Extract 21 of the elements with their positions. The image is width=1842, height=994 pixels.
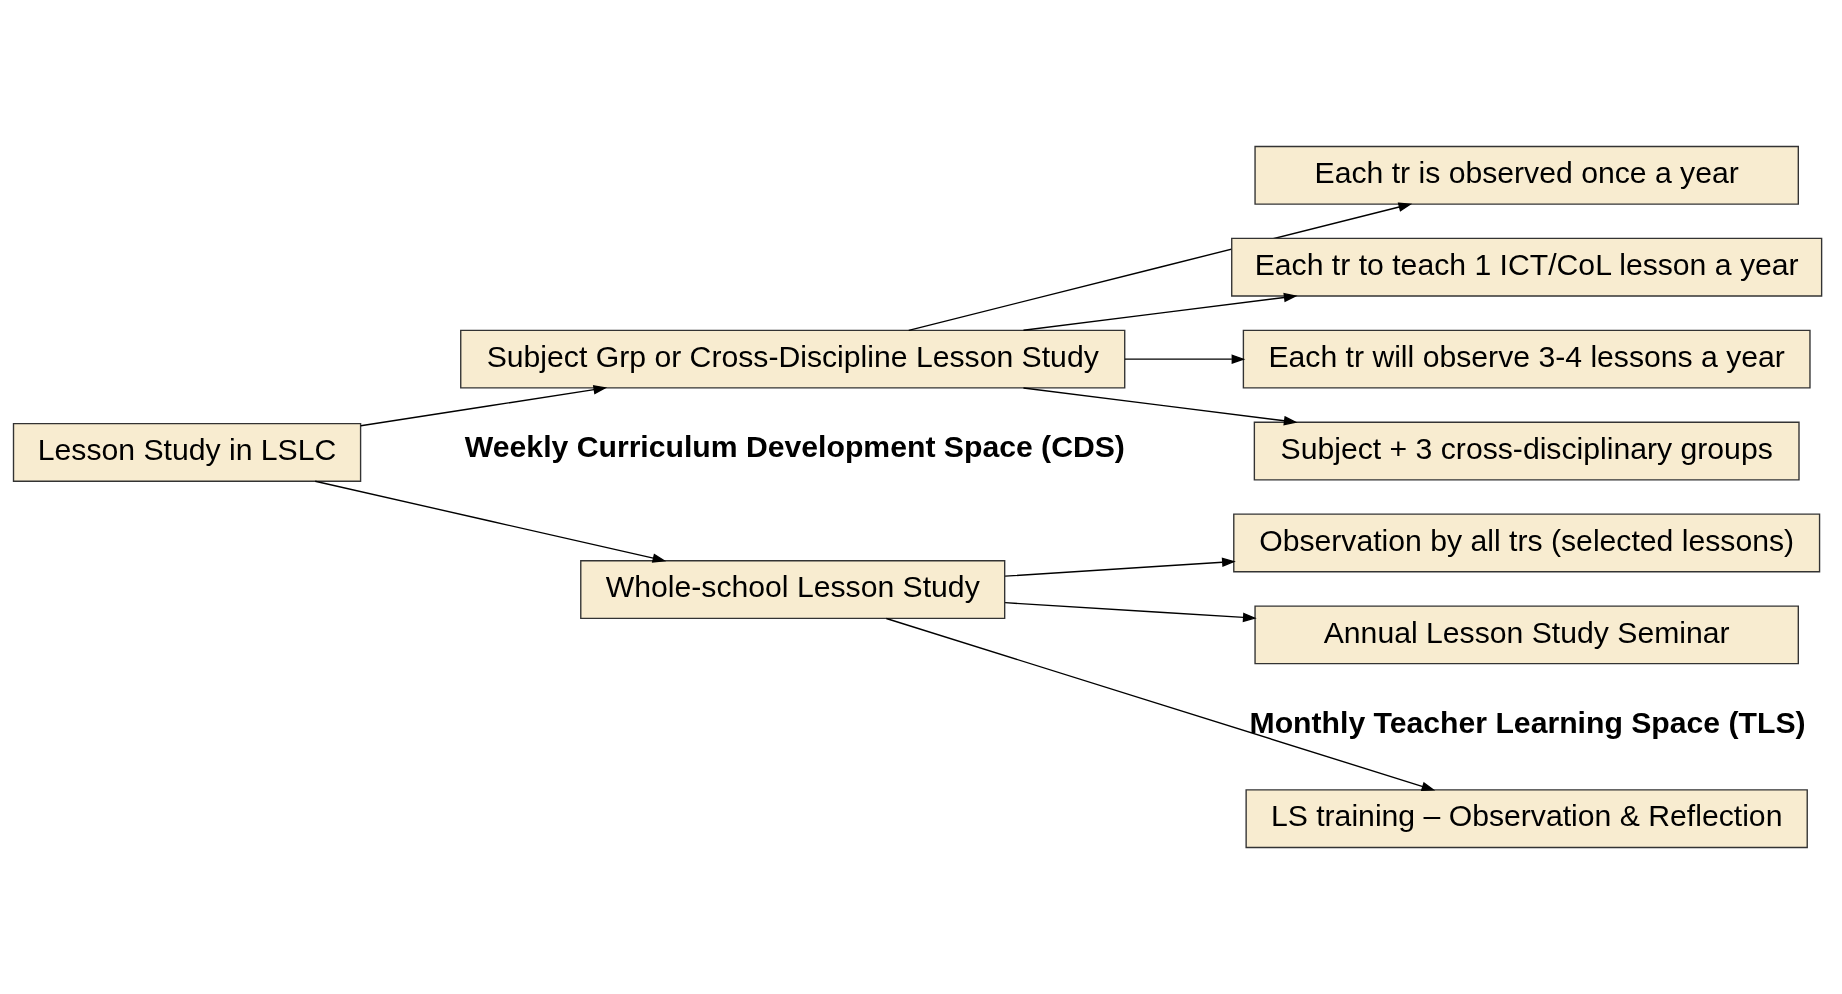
node-box: Each tr to teach 1 ICT/CoL lesson a year xyxy=(1231,237,1823,297)
label: Weekly Curriculum Development Space (CDS) xyxy=(464,430,1125,464)
node-box: Subject + 3 cross-disciplinary groups xyxy=(1253,421,1800,481)
node-box: Annual Lesson Study Seminar xyxy=(1254,605,1799,665)
node-box: LS training – Observation & Reflection xyxy=(1245,789,1808,849)
arrow xyxy=(1124,354,1246,364)
arrow xyxy=(314,480,667,563)
arrow xyxy=(908,202,1413,331)
node-box: Each tr is observed once a year xyxy=(1254,145,1799,205)
arrow xyxy=(1004,601,1257,623)
arrow xyxy=(885,617,1436,791)
arrow xyxy=(360,384,608,427)
arrow xyxy=(1004,557,1236,577)
node-box: Observation by all trs (selected lessons) xyxy=(1233,513,1821,573)
arrow xyxy=(1022,292,1298,331)
node-box: Each tr will observe 3-4 lessons a year xyxy=(1242,329,1811,389)
node-box: Subject Grp or Cross-Discipline Lesson Study xyxy=(460,329,1126,389)
arrow xyxy=(1022,387,1298,426)
label: Monthly Teacher Learning Space (TLS) xyxy=(1249,706,1806,740)
node-box: Lesson Study in LSLC xyxy=(12,422,362,482)
node-box: Whole-school Lesson Study xyxy=(580,560,1006,620)
